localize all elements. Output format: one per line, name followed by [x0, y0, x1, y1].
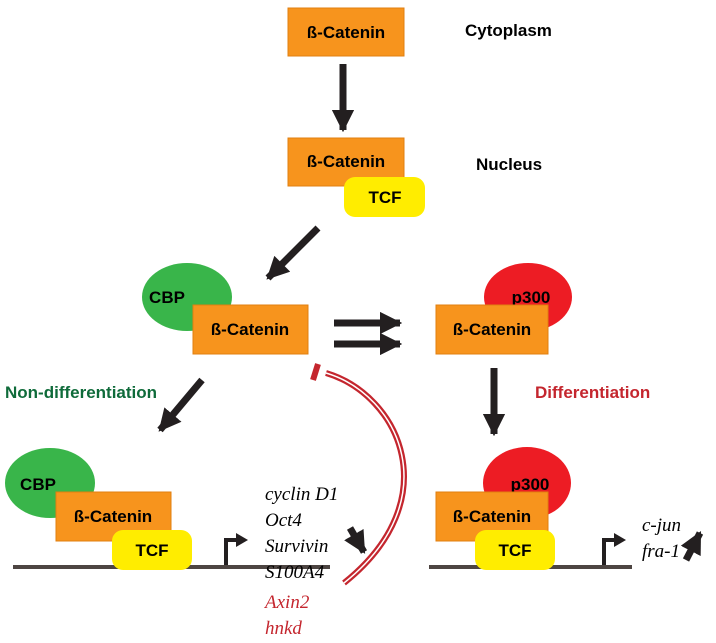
nucleus-tcf: TCF	[344, 177, 425, 217]
cbp-label: CBP	[20, 475, 56, 494]
down-arrow-icon	[344, 526, 368, 554]
tcf-label: TCF	[368, 188, 401, 207]
arrow-to-non-diff	[157, 377, 205, 433]
promoter-arrow-left	[224, 533, 248, 565]
gene-axin2: Axin2	[263, 592, 310, 613]
gene-fra-1: fra-1	[642, 541, 680, 562]
gene-cyclin-d1: cyclin D1	[265, 484, 338, 505]
bottom-left-complex: CBP ß-Catenin TCF	[5, 448, 192, 570]
target-genes-left: cyclin D1 Oct4 Survivin S100A4 Axin2 hnk…	[263, 484, 338, 639]
gene-s100a4: S100A4	[265, 562, 325, 583]
gene-c-jun: c-jun	[642, 515, 681, 536]
cbp-label: CBP	[149, 288, 185, 307]
equilibrium-arrows	[334, 311, 403, 356]
arrow-nucleus-to-cbp	[265, 225, 321, 281]
bottom-right-complex: p300 ß-Catenin TCF	[435, 447, 571, 570]
catenin-label: ß-Catenin	[453, 507, 531, 526]
gene-hnkd: hnkd	[265, 618, 302, 639]
p300-label: p300	[512, 288, 551, 307]
cbp-complex: CBP ß-Catenin	[142, 263, 309, 355]
target-genes-right: c-jun fra-1	[642, 515, 681, 562]
catenin-label: ß-Catenin	[307, 23, 385, 42]
cytoplasm-label: Cytoplasm	[465, 21, 552, 40]
inhibition-feedback	[310, 363, 407, 586]
p300-label: p300	[511, 475, 550, 494]
p300-complex: p300 ß-Catenin	[435, 263, 572, 355]
nucleus-label: Nucleus	[476, 155, 542, 174]
differentiation-label: Differentiation	[535, 383, 650, 402]
nucleus-catenin: ß-Catenin	[287, 137, 405, 187]
catenin-label: ß-Catenin	[307, 152, 385, 171]
cytoplasm-catenin: ß-Catenin	[287, 7, 405, 57]
non-differentiation-label: Non-differentiation	[5, 383, 157, 402]
catenin-label: ß-Catenin	[74, 507, 152, 526]
promoter-arrow-right	[602, 533, 626, 565]
catenin-label: ß-Catenin	[211, 320, 289, 339]
up-arrow-icon	[680, 531, 704, 562]
gene-oct4: Oct4	[265, 510, 302, 531]
tcf-label: TCF	[498, 541, 531, 560]
catenin-label: ß-Catenin	[453, 320, 531, 339]
gene-survivin: Survivin	[265, 536, 328, 557]
tcf-label: TCF	[135, 541, 168, 560]
